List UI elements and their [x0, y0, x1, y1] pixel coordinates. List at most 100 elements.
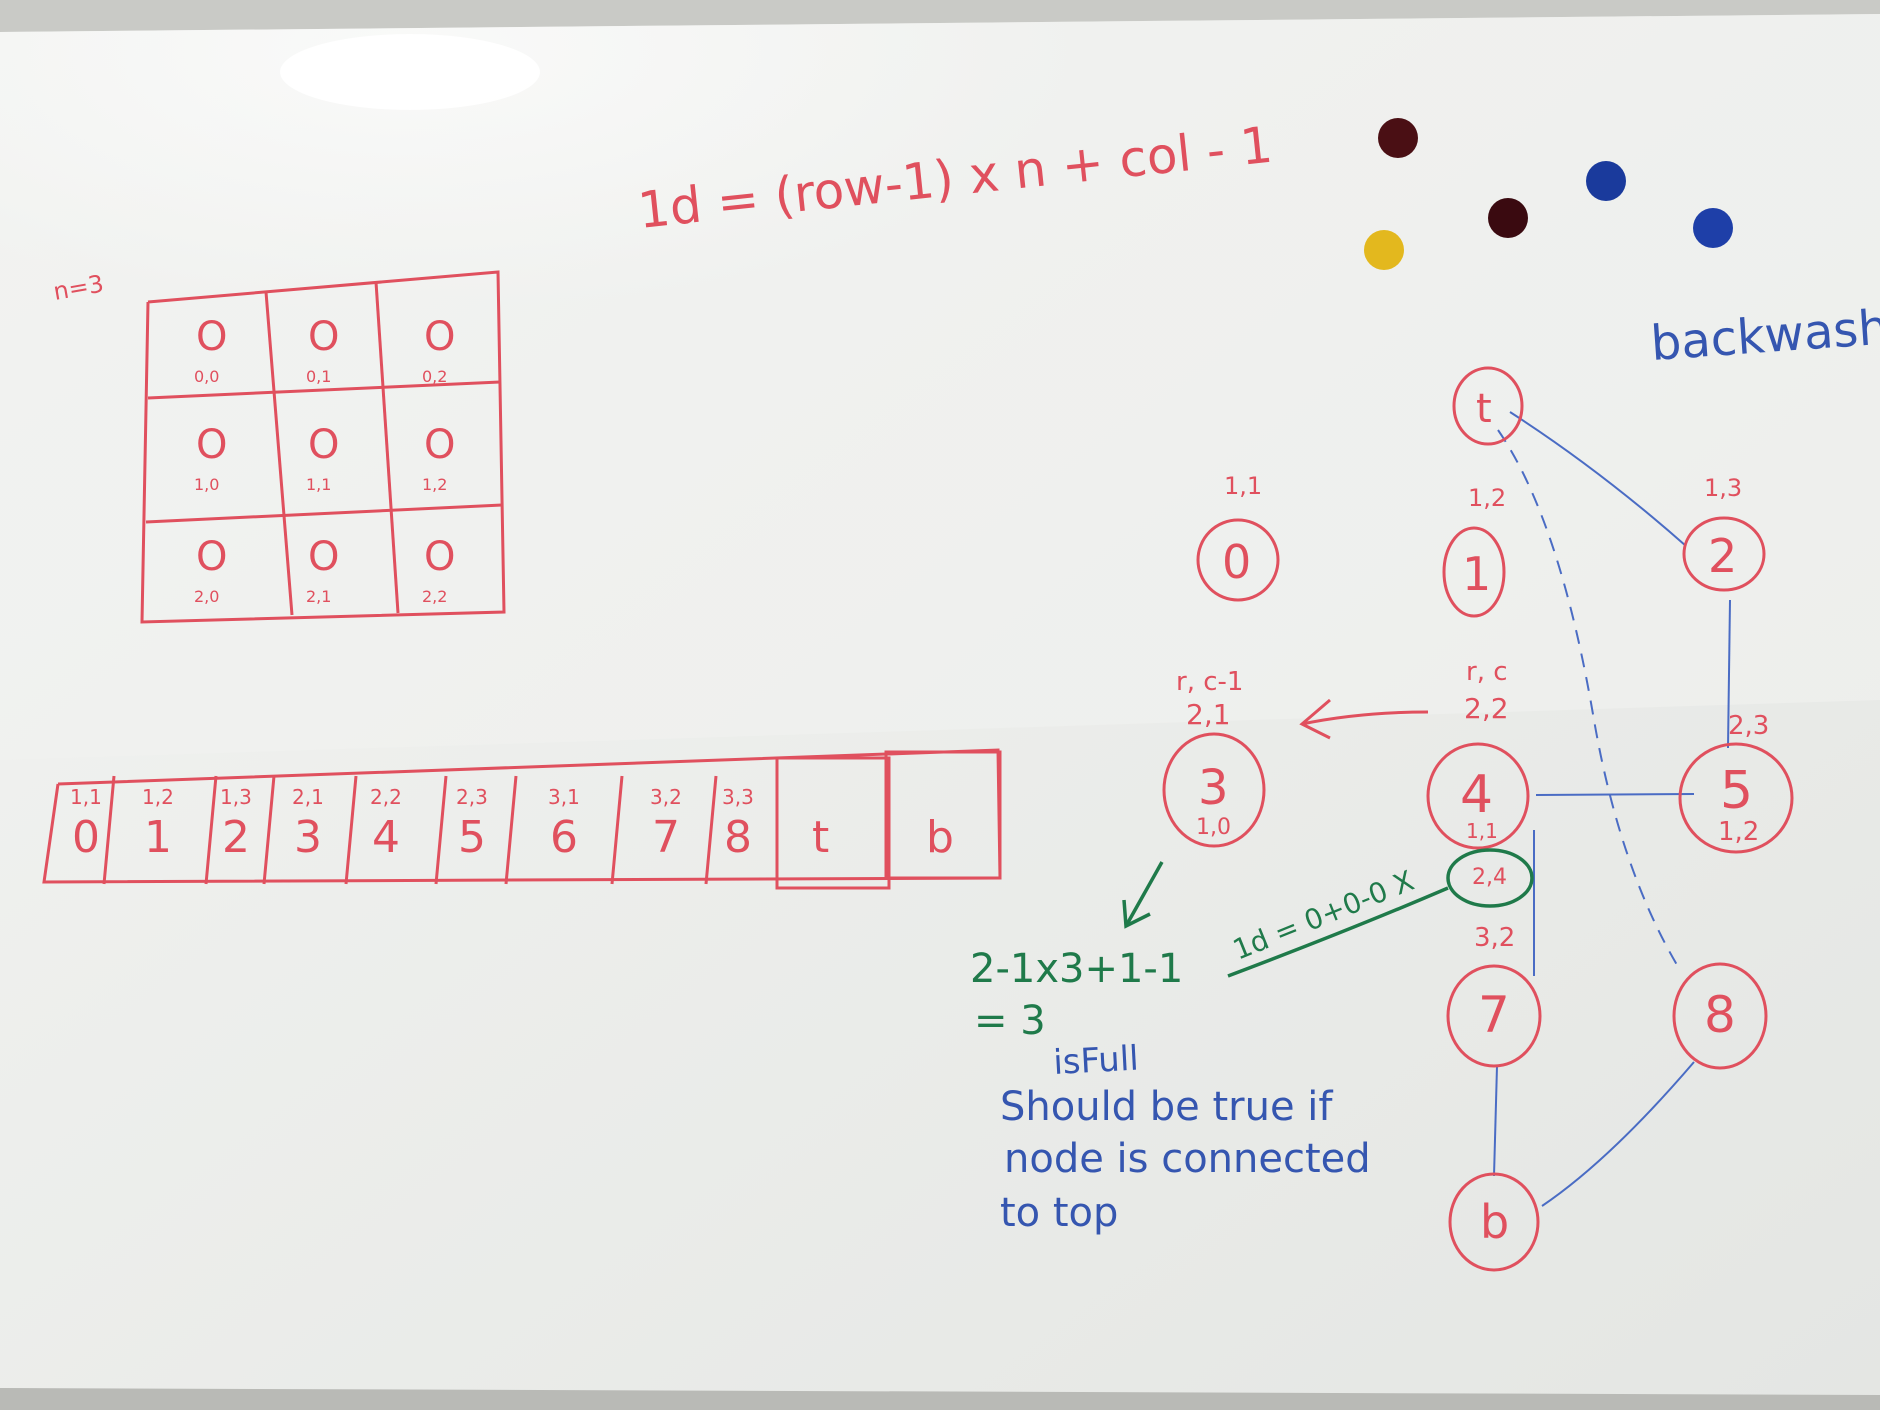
array-divider: [610, 775, 624, 885]
node-2-4: [1446, 848, 1534, 908]
magnet-dark-red-2: [1488, 198, 1528, 238]
array-cell-coord: 1,3: [220, 785, 252, 809]
array-divider: [504, 775, 518, 885]
array-cell-value: 3: [294, 812, 322, 863]
magnet-dark-red: [1378, 118, 1418, 158]
red-arrow-shaft: [1301, 710, 1429, 726]
node-t: [1452, 366, 1524, 446]
green-underline: [1227, 886, 1449, 978]
array-divider: [434, 775, 448, 885]
green-arrow-head: [1122, 899, 1151, 929]
grid-cell-coord: 2,1: [306, 587, 331, 606]
array-cell-coord: 3,3: [722, 785, 754, 809]
node-3-value: 3: [1198, 760, 1229, 816]
magnet-blue-2: [1693, 208, 1733, 248]
grid-cell-value: O: [424, 314, 455, 360]
graph-nodes: t 0 1,1 1 1,2 2 1,3 3 1,0 r, c-1 2,1 4 1…: [1162, 366, 1794, 1272]
grid-cells: O0,0O0,1O0,2O1,0O1,1O1,2O2,0O2,1O2,2: [194, 314, 455, 606]
array-box-t: [775, 756, 891, 890]
note-line-1: Should be true if: [1000, 1084, 1333, 1130]
edge-2-5: [1727, 599, 1731, 749]
graph-edges: [1493, 411, 1731, 1207]
board-glare: [0, 14, 1880, 760]
array-divider: [344, 775, 358, 885]
node-2-4-label: 2,4: [1472, 865, 1507, 890]
node-1-value: 1: [1462, 547, 1491, 601]
node-4: [1426, 742, 1530, 850]
array-divider: [102, 775, 116, 885]
edge-8-b: [1541, 1061, 1695, 1207]
green-arrow-shaft: [1124, 861, 1164, 927]
grid-cell-value: O: [196, 534, 227, 580]
array-cell-coord: 3,1: [548, 785, 580, 809]
node-0: [1196, 518, 1280, 602]
node-1-coord: 1,2: [1468, 484, 1506, 512]
grid-cell-value: O: [424, 422, 455, 468]
array-cell-coord: 3,2: [650, 785, 682, 809]
red-arrow: [1299, 698, 1429, 740]
grid-3x3: [140, 270, 506, 624]
grid-cell-value: O: [308, 422, 339, 468]
grid-cell-coord: 2,0: [194, 587, 219, 606]
array-cell-value: 8: [724, 812, 752, 863]
array-cell-value: t: [812, 812, 829, 863]
node-3-coord: 2,1: [1186, 698, 1231, 731]
magnet-yellow: [1364, 230, 1404, 270]
node-7-value: 7: [1478, 986, 1510, 1044]
calc-line-1: 2-1x3+1-1: [970, 946, 1183, 992]
node-2: [1682, 516, 1766, 592]
node-3-rc-label: r, c-1: [1176, 667, 1243, 697]
grid-cell-coord: 0,2: [422, 367, 447, 386]
note-line-2: node is connected: [1004, 1136, 1371, 1182]
light-reflection: [280, 34, 540, 110]
array-cell-coord: 1,2: [142, 785, 174, 809]
green-arrow: [1122, 861, 1164, 929]
node-3: [1162, 732, 1266, 848]
node-5-coord: 2,3: [1728, 711, 1769, 741]
node-0-value: 0: [1222, 535, 1251, 589]
node-4-value: 4: [1460, 765, 1493, 825]
array-cell-value: 2: [222, 812, 250, 863]
array-cell-value: b: [926, 812, 954, 863]
node-5-value: 5: [1720, 761, 1753, 821]
array-cell-value: 4: [372, 812, 400, 863]
grid-cell-coord: 1,2: [422, 475, 447, 494]
red-arrow-head: [1299, 698, 1331, 740]
node-4-rc-label: r, c: [1466, 657, 1508, 687]
node-1: [1442, 526, 1506, 618]
array-cell-value: 5: [458, 812, 486, 863]
node-t-label: t: [1476, 386, 1492, 432]
edge-t-8-dashed: [1497, 429, 1681, 971]
array-cell-coord: 2,2: [370, 785, 402, 809]
node-2-coord: 1,3: [1704, 474, 1742, 502]
array-cell-value: 0: [72, 812, 100, 863]
grid-cell-value: O: [424, 534, 455, 580]
grid-cell-value: O: [196, 314, 227, 360]
array-1d: [42, 748, 1002, 890]
node-2-value: 2: [1708, 529, 1737, 583]
grid-cell-value: O: [196, 422, 227, 468]
grid-cell-coord: 0,1: [306, 367, 331, 386]
array-cell-coord: 1,1: [70, 785, 102, 809]
node-5-subcoord: 1,2: [1718, 817, 1759, 847]
node-b-value: b: [1480, 1195, 1509, 1249]
board-bottom-tray: [0, 1388, 1880, 1410]
grid-cell-coord: 2,2: [422, 587, 447, 606]
node-4-coord: 2,2: [1464, 692, 1509, 725]
grid-cell-coord: 1,0: [194, 475, 219, 494]
magnet-blue: [1586, 161, 1626, 201]
calc-line-2: = 3: [974, 998, 1046, 1044]
edge-7-b: [1493, 1065, 1498, 1177]
array-cell-value: 1: [144, 812, 172, 863]
node-8: [1672, 962, 1768, 1070]
array-cell-coord: 2,1: [292, 785, 324, 809]
node-5: [1678, 742, 1794, 854]
grid-cell-coord: 0,0: [194, 367, 219, 386]
grid-cell-value: O: [308, 534, 339, 580]
node-8-value: 8: [1704, 986, 1736, 1044]
grid-hline-1: [147, 380, 501, 400]
edge-4-5: [1535, 793, 1695, 796]
array-divider: [204, 775, 218, 885]
